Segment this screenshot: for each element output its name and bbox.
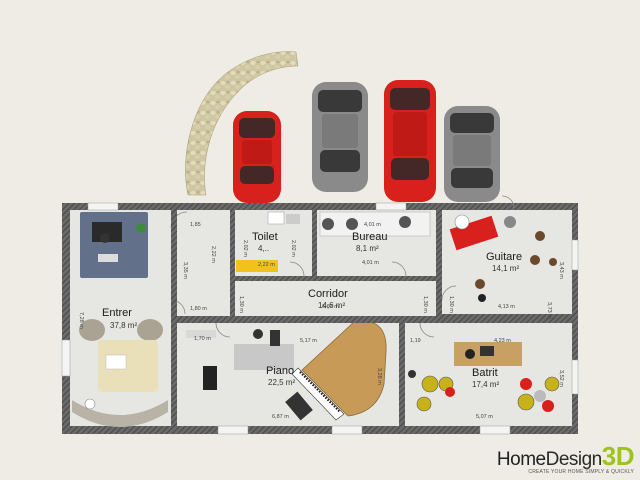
room-label-bureau: Bureau: [352, 231, 387, 243]
room-area-corridor: 14,6 m²: [318, 301, 345, 310]
svg-text:3,35 m: 3,35 m: [182, 262, 188, 279]
svg-text:3,43 m: 3,43 m: [558, 262, 564, 279]
logo-3d-text: 3D: [601, 441, 635, 471]
stone-path: [185, 51, 299, 196]
floor-corridor: [235, 281, 436, 316]
car-grey-1[interactable]: [312, 82, 368, 192]
svg-text:3,52 m: 3,52 m: [558, 370, 564, 387]
svg-text:1,80 m: 1,80 m: [190, 306, 207, 312]
room-label-entrer: Entrer: [102, 307, 132, 319]
logo-tagline: CREATE YOUR HOME SIMPLY & QUICKLY: [528, 469, 634, 475]
svg-text:6,87 m: 6,87 m: [272, 414, 289, 420]
svg-text:3,28 m: 3,28 m: [376, 368, 382, 385]
dimension-labels: 1,85 2,22 m 3,35 m 1,80 m 2,02 m 2,02 m …: [78, 222, 564, 420]
room-label-batrit: Batrit: [472, 367, 498, 379]
car-red-1[interactable]: [233, 111, 281, 203]
svg-text:4,01 m: 4,01 m: [364, 222, 381, 228]
room-area-piano: 22,5 m²: [268, 378, 295, 387]
entrer-living-area[interactable]: [72, 319, 168, 427]
room-area-bureau: 8,1 m²: [356, 244, 379, 253]
room-label-guitare: Guitare: [486, 251, 522, 263]
room-area-batrit: 17,4 m²: [472, 380, 499, 389]
toilet-fixtures[interactable]: [236, 211, 300, 272]
logo-design-text: Design: [545, 449, 603, 470]
svg-text:4,13 m: 4,13 m: [498, 304, 515, 310]
svg-text:2,02 m: 2,02 m: [242, 240, 248, 257]
svg-text:1,30 m: 1,30 m: [422, 296, 428, 313]
room-label-toilet: Toilet: [252, 231, 278, 243]
piano-room-desk[interactable]: [186, 329, 313, 421]
svg-text:4,01 m: 4,01 m: [362, 260, 379, 266]
app-logo: HomeDesign3D CREATE YOUR HOME SIMPLY & Q…: [496, 441, 635, 475]
room-label-piano: Piano: [266, 365, 294, 377]
svg-text:2,22 m: 2,22 m: [258, 262, 275, 268]
interior-walls: [171, 210, 572, 426]
svg-text:3,73 m: 3,73 m: [546, 302, 552, 319]
car-grey-2[interactable]: [444, 106, 500, 202]
windows: [61, 202, 579, 435]
svg-text:4,23 m: 4,23 m: [494, 338, 511, 344]
room-labels: Entrer 37,8 m² Toilet 4,.. Bureau 8,1 m²…: [102, 231, 522, 389]
svg-text:1,19: 1,19: [410, 338, 421, 344]
bureau-desk[interactable]: [319, 211, 431, 237]
room-area-guitare: 14,1 m²: [492, 264, 519, 273]
logo-home-text: Home: [496, 449, 546, 470]
batrit-furniture[interactable]: [408, 342, 560, 412]
entrer-desk-area[interactable]: [80, 212, 148, 278]
svg-text:1,30 m: 1,30 m: [448, 296, 454, 313]
svg-text:2,02 m: 2,02 m: [290, 240, 296, 257]
svg-text:1,70 m: 1,70 m: [194, 336, 211, 342]
guitare-furniture[interactable]: [449, 214, 557, 302]
floor-left-corridor: [177, 210, 230, 316]
svg-text:1,30 m: 1,30 m: [238, 296, 244, 313]
svg-text:7,28 m: 7,28 m: [78, 312, 84, 329]
svg-text:6,67 m: 6,67 m: [322, 304, 339, 310]
svg-text:1,85: 1,85: [190, 222, 201, 228]
car-red-2[interactable]: [384, 80, 436, 202]
room-area-toilet: 4,..: [258, 244, 269, 253]
svg-text:2,22 m: 2,22 m: [210, 246, 216, 263]
svg-text:5,17 m: 5,17 m: [300, 338, 317, 344]
svg-text:5,07 m: 5,07 m: [476, 414, 493, 420]
room-area-entrer: 37,8 m²: [110, 321, 137, 330]
room-label-corridor: Corridor: [308, 288, 348, 300]
